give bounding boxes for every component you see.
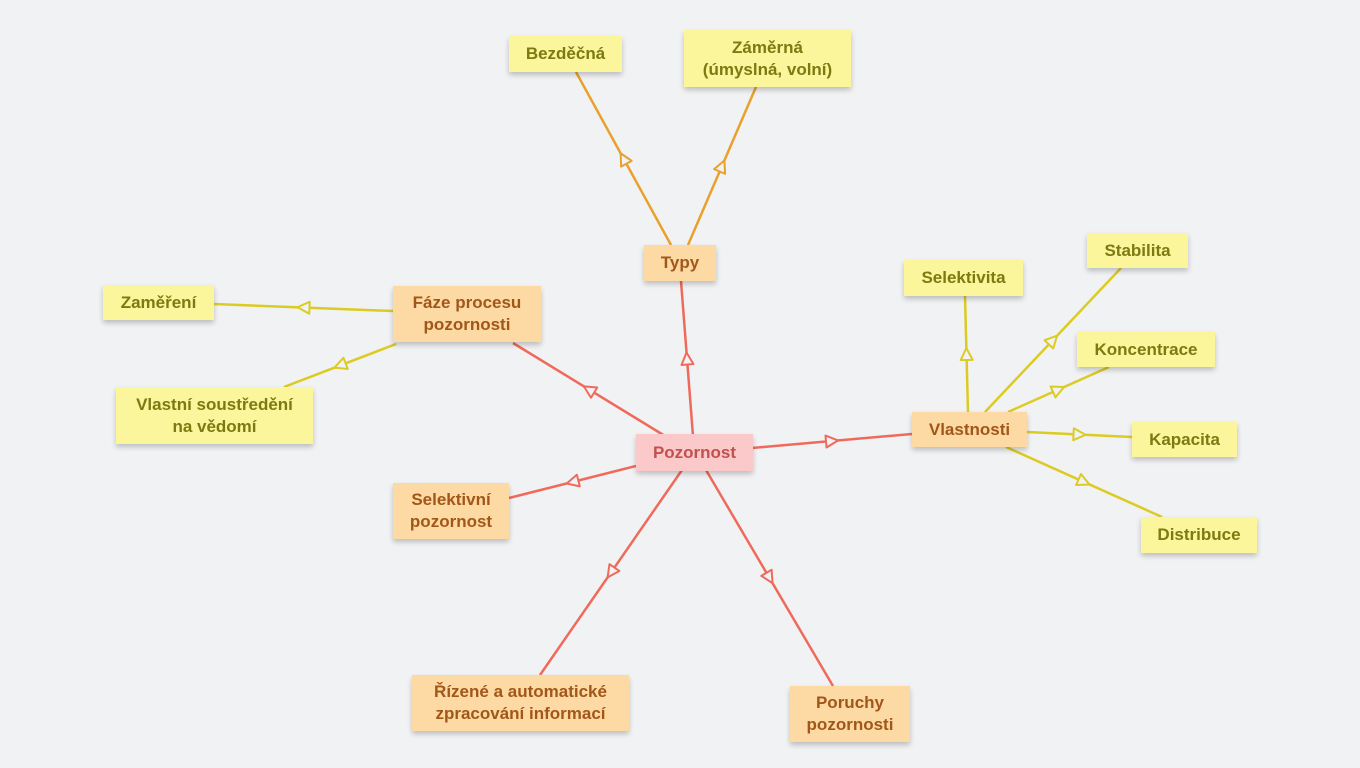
node-rizene-zpracovani[interactable]: Řízené a automatické zpracování informac… bbox=[412, 675, 629, 731]
edge-root-faze-arrow-icon bbox=[582, 385, 599, 399]
edge-typy-bezdecna-arrow-icon bbox=[619, 152, 633, 168]
node-kapacita[interactable]: Kapacita bbox=[1132, 422, 1237, 457]
node-pozornost[interactable]: Pozornost bbox=[636, 434, 753, 471]
edge-root-selektivni-arrow-icon bbox=[565, 473, 581, 488]
node-poruchy-pozornosti[interactable]: Poruchy pozornosti bbox=[790, 686, 910, 742]
node-vlastni-soustredeni[interactable]: Vlastní soustředění na vědomí bbox=[116, 387, 313, 444]
edge-vlastnosti-distribuce-arrow-icon bbox=[1075, 473, 1091, 487]
node-stabilita[interactable]: Stabilita bbox=[1087, 233, 1188, 268]
edge-faze-zamereni-arrow-icon bbox=[296, 300, 311, 315]
node-koncentrace[interactable]: Koncentrace bbox=[1077, 332, 1215, 367]
node-distribuce[interactable]: Distribuce bbox=[1141, 517, 1257, 553]
edge-root-poruchy-arrow-icon bbox=[760, 568, 774, 585]
edge-root-typy-arrow-icon bbox=[680, 351, 695, 366]
node-typy[interactable]: Typy bbox=[644, 245, 716, 281]
node-selektivita[interactable]: Selektivita bbox=[904, 260, 1023, 296]
node-zamerna[interactable]: Záměrná (úmyslná, volní) bbox=[684, 30, 851, 87]
node-zamereni[interactable]: Zaměření bbox=[103, 285, 214, 320]
edge-vlastnosti-koncentrace-arrow-icon bbox=[1049, 385, 1065, 399]
node-bezdecna[interactable]: Bezděčná bbox=[509, 36, 622, 72]
node-faze-procesu[interactable]: Fáze procesu pozornosti bbox=[393, 286, 541, 342]
node-vlastnosti[interactable]: Vlastnosti bbox=[912, 412, 1027, 447]
edge-root-rizene-arrow-icon bbox=[606, 563, 621, 579]
edge-vlastnosti-kapacita-arrow-icon bbox=[1072, 427, 1087, 442]
node-selektivni-pozornost[interactable]: Selektivní pozornost bbox=[393, 483, 509, 539]
edge-faze-soustredeni-arrow-icon bbox=[333, 356, 349, 370]
edge-vlastnosti-selektivita-arrow-icon bbox=[959, 347, 974, 362]
edge-vlastnosti-stabilita-arrow-icon bbox=[1043, 334, 1059, 350]
edge-typy-zamerna-arrow-icon bbox=[713, 159, 727, 175]
edge-root-vlastnosti-arrow-icon bbox=[824, 434, 839, 449]
